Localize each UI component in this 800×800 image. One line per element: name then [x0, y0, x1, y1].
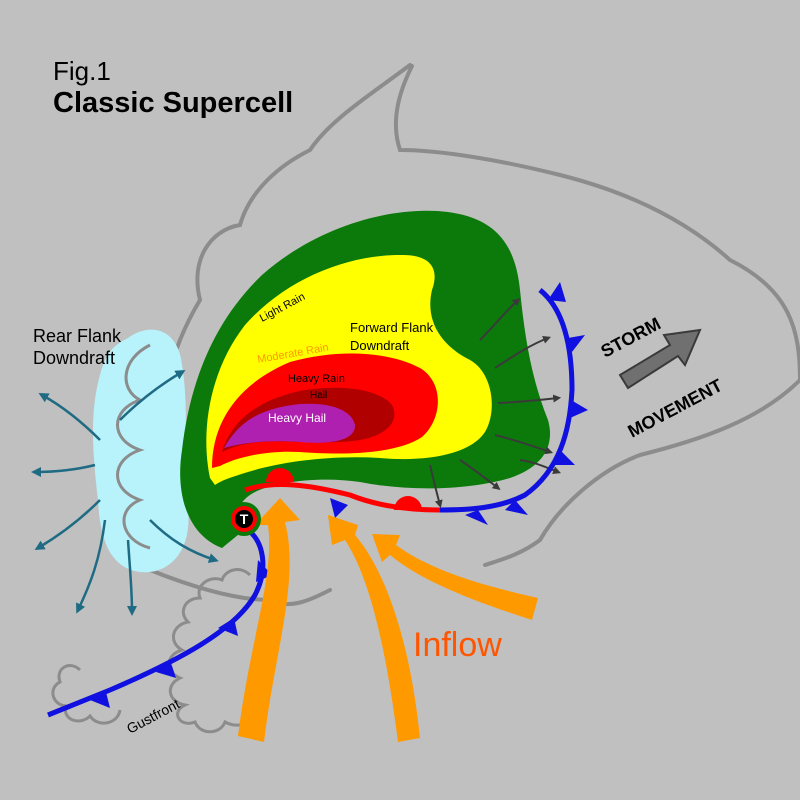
- forward-flank-arrows: [429, 297, 562, 509]
- inflow-arrow-2: [328, 515, 420, 742]
- gustfront-cloud-outline-2: [51, 664, 122, 725]
- rear-flank-arrows: [31, 369, 219, 616]
- storm-movement-arrow: [618, 328, 702, 390]
- inflow-arrow-1: [238, 498, 300, 742]
- tornado-marker: [227, 502, 261, 536]
- forward-flank-cold-front: [439, 288, 575, 513]
- inflow-label: Inflow: [413, 626, 502, 664]
- figure-number: Fig.1: [53, 56, 111, 86]
- forward-flank-label-line2: Downdraft: [350, 338, 410, 353]
- tornado-label: T: [240, 511, 249, 527]
- heavy-hail-label: Heavy Hail: [268, 411, 326, 425]
- cold-front-triangle-hook: [330, 498, 348, 518]
- gustfront-label: Gustfront: [124, 695, 182, 736]
- gustfront-cloud-outline: [167, 568, 253, 734]
- rear-flank-label-line1: Rear Flank: [33, 326, 122, 346]
- inflow-arrow-3: [372, 534, 538, 620]
- inflow-arrows: [238, 498, 538, 742]
- heavy-hail-area: [224, 403, 356, 448]
- gustfront-cold-front: [47, 525, 266, 718]
- rear-flank-cloud-lobes: [116, 343, 151, 550]
- gustfront-triangles: [90, 560, 272, 708]
- figure-title: Classic Supercell: [53, 87, 293, 119]
- rear-flank-label-line2: Downdraft: [33, 348, 115, 368]
- cold-front-triangles: [465, 282, 588, 525]
- warm-front-semicircles: [266, 468, 422, 510]
- hail-label: Hail: [310, 390, 327, 401]
- heavy-rain-label: Heavy Rain: [288, 373, 345, 385]
- forward-flank-label-line1: Forward Flank: [350, 320, 434, 335]
